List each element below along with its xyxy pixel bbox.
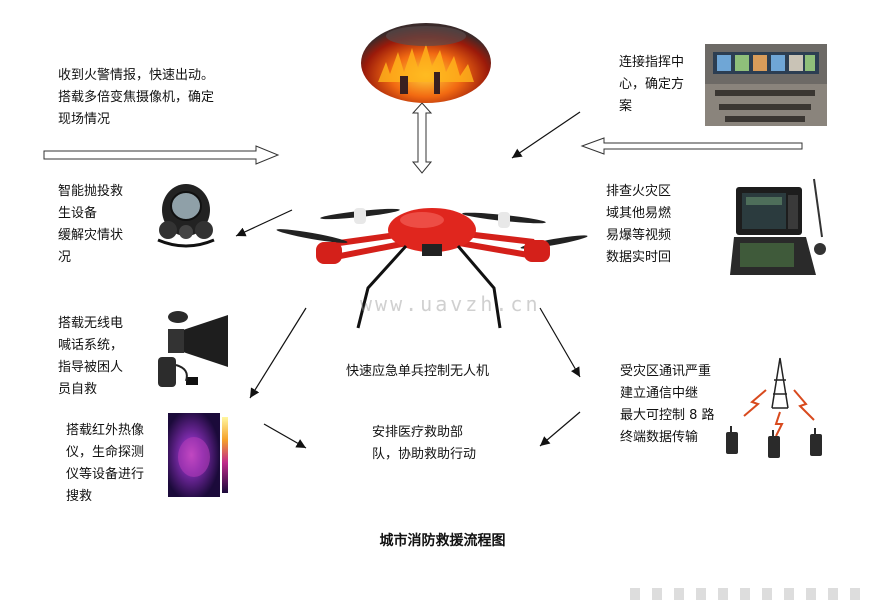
investigate-text: 排查火灾区 域其他易燃 易爆等视频 数据实时回 [606,184,672,265]
center-drone-label: 快速应急单兵控制无人机 [346,364,490,379]
arrow-command-to-drone [511,111,581,159]
infrared-text: 搭载红外热像 仪，生命探测 仪等设备进行 搜救 [66,423,145,504]
megaphone-text: 搭载无线电 喊话系统， 指导被困人 员自救 [58,316,124,397]
communication-text: 受灾区通讯严重 建立通信中继 最大可控制 8 路 终端数据传输 [620,364,715,445]
megaphone-image [158,311,228,387]
video-monitor-case-image [730,178,826,275]
medical-text: 安排医疗救助部 队，协助救助行动 [372,425,477,462]
hollow-arrow-left [43,145,280,165]
drone-image [276,208,588,329]
command-center-image [705,44,827,126]
footer-mark [630,588,870,600]
communication-tower-image [726,357,822,458]
rescue-equipment-text: 智能抛投救 生设备 缓解灾情状 况 [58,184,124,265]
thermal-image [168,413,228,497]
hollow-arrow-right [580,137,803,155]
arrow-infrared-to-medical [263,423,307,449]
arrow-drone-to-communication [539,307,581,378]
double-arrow-vertical [411,102,433,174]
arrow-drone-to-rescue [235,209,293,237]
fire-alarm-text: 收到火警情报，快速出动。 搭载多倍变焦摄像机，确定 现场情况 [58,68,215,127]
watermark: www.uavzh.cn [360,292,541,316]
arrow-communication-to-medical [539,411,581,447]
gas-mask-image [157,184,215,248]
figure-title: 城市消防救援流程图 [379,533,506,549]
fire-scene-image [361,23,491,103]
command-center-text: 连接指挥中 心，确定方 案 [619,55,685,114]
arrow-drone-to-infrared [249,307,307,399]
